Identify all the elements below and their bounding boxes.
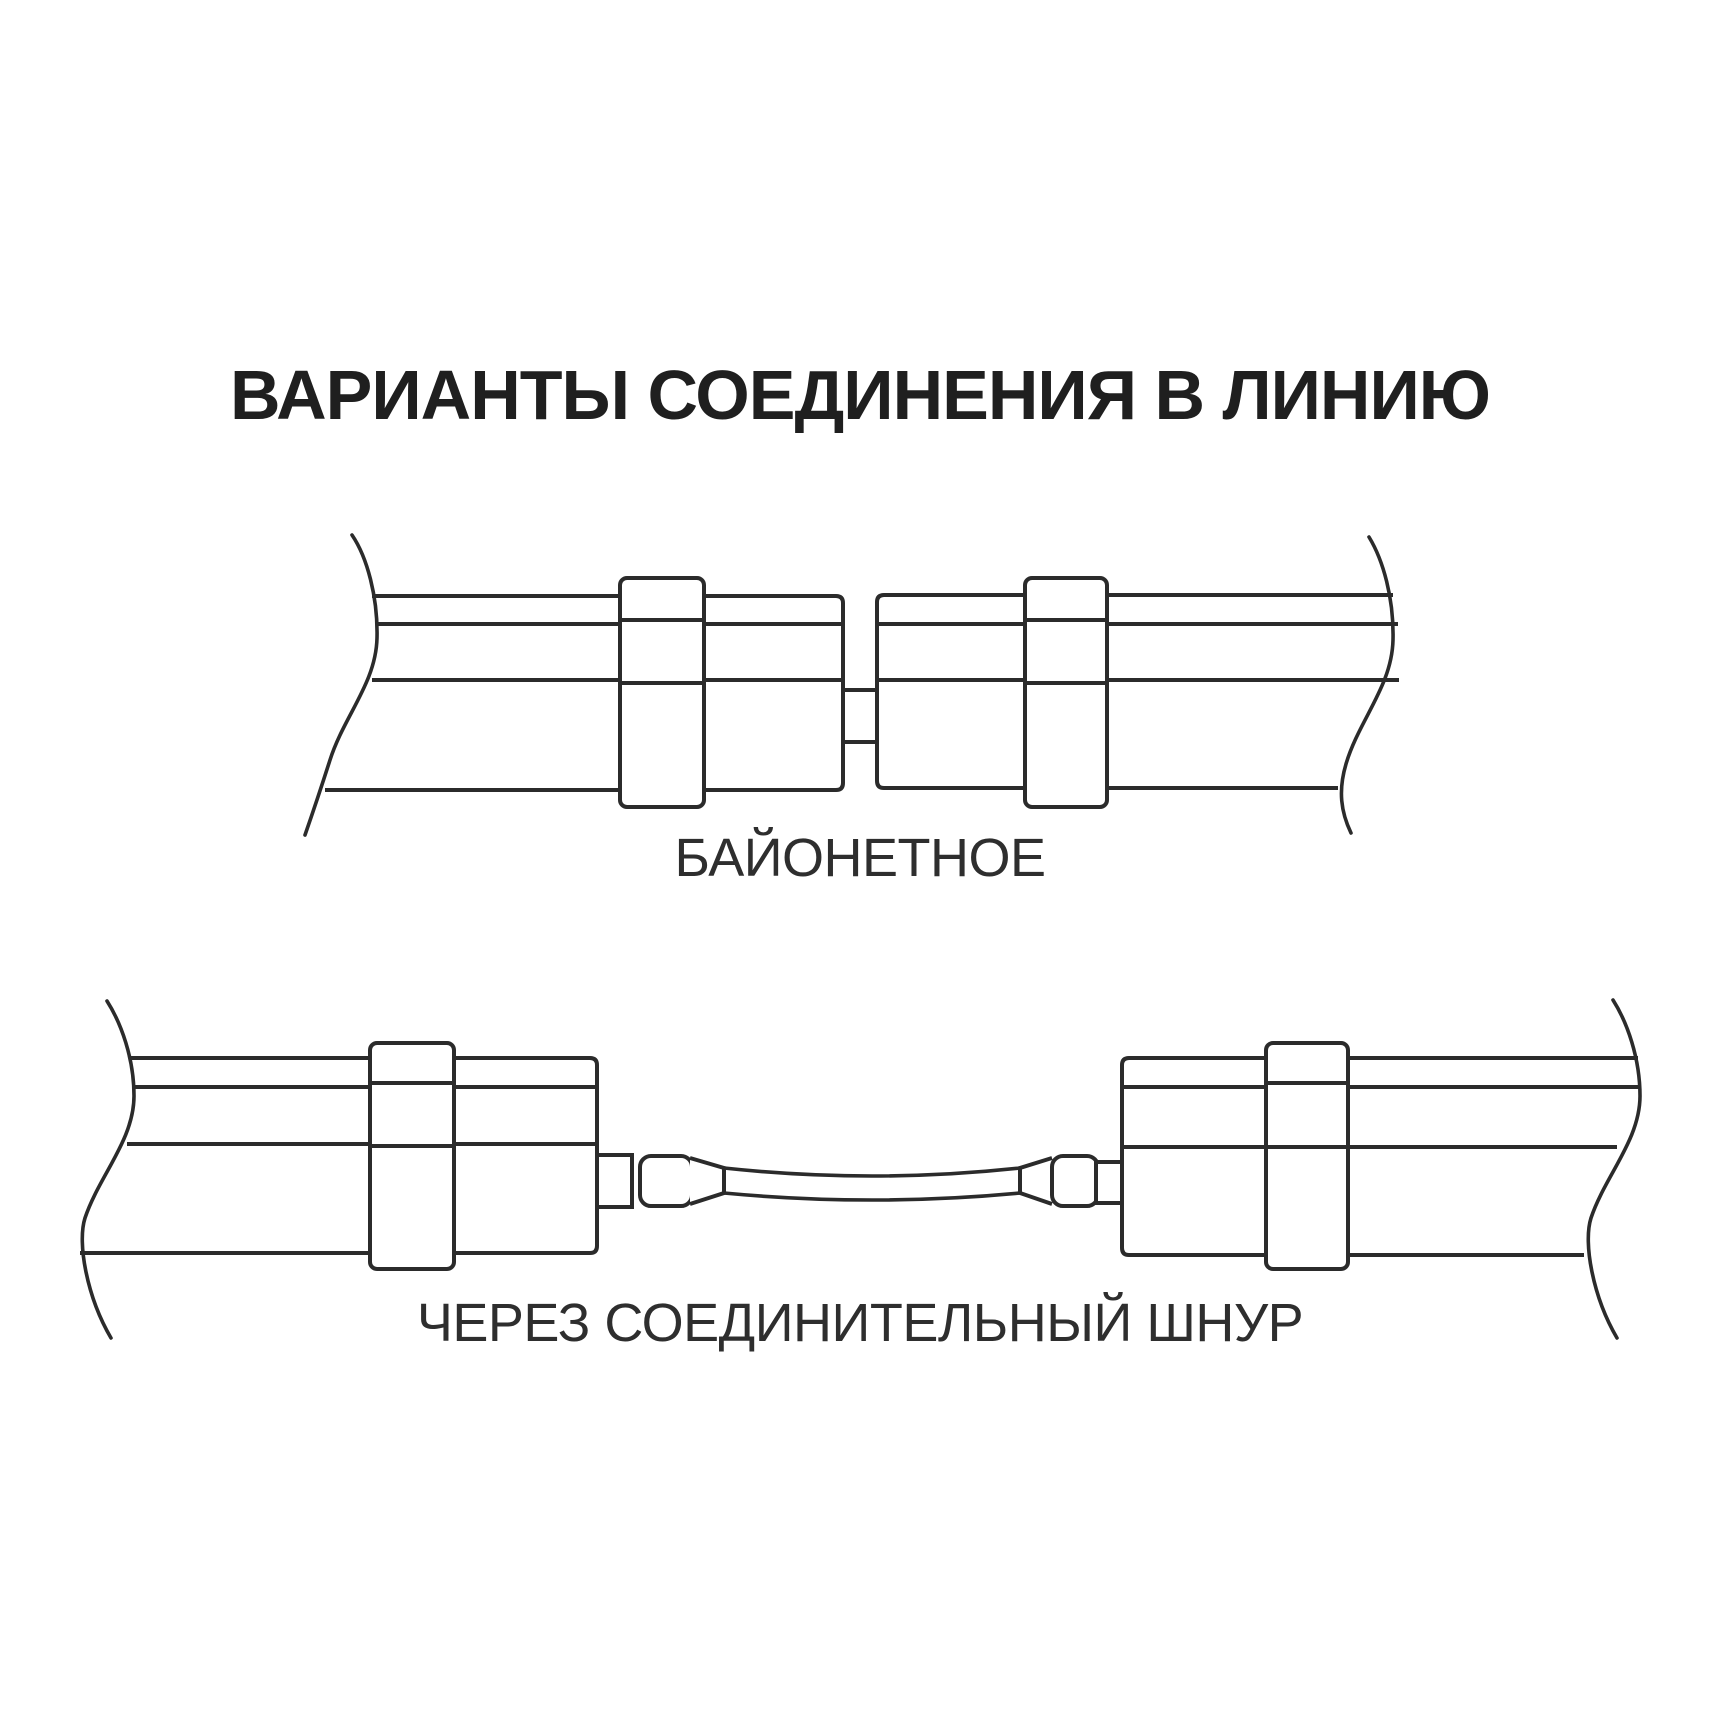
break-line-right [1339,535,1395,835]
bayonet-left-lamp [303,533,845,837]
lamp-outline [1120,1056,1638,1257]
lamp-outline [325,594,845,792]
mounting-clip [618,576,706,809]
cord-cable-top [722,1166,1022,1178]
lamp-socket-stub [595,1153,634,1209]
mounting-clip [1264,1041,1350,1271]
mounting-clip-body [1023,576,1109,809]
bayonet-connection-drawing [303,533,1399,837]
mounting-clip-body [368,1041,456,1271]
mounting-clip-body [1264,1041,1350,1271]
mounting-clip-body [618,576,706,809]
cord-left-lamp [80,999,634,1340]
lamp-socket-stub [1094,1160,1124,1205]
cord-connection-drawing [80,998,1642,1340]
cord-caption: ЧЕРЕЗ СОЕДИНИТЕЛЬНЫЙ ШНУР [416,1293,1304,1353]
cord-plug-left [638,1154,694,1208]
break-line-left [80,999,136,1340]
lamp-outline [875,593,1393,790]
break-line-right [1586,998,1642,1340]
break-line-left [303,533,379,837]
cord-cable-bottom [722,1191,1022,1202]
bayonet-joint [843,688,877,744]
connecting-cord [638,1154,1124,1208]
mounting-clip [1023,576,1109,809]
mounting-clip [368,1041,456,1271]
bayonet-right-lamp [875,535,1399,835]
bayonet-caption: БАЙОНЕТНОЕ [674,828,1046,888]
cord-strain-relief-left [689,1156,726,1206]
cord-strain-relief-right [1018,1156,1053,1206]
cord-plug-right [1050,1154,1100,1208]
page-title: ВАРИАНТЫ СОЕДИНЕНИЯ В ЛИНИЮ [230,356,1491,434]
cord-right-lamp [1120,998,1642,1340]
